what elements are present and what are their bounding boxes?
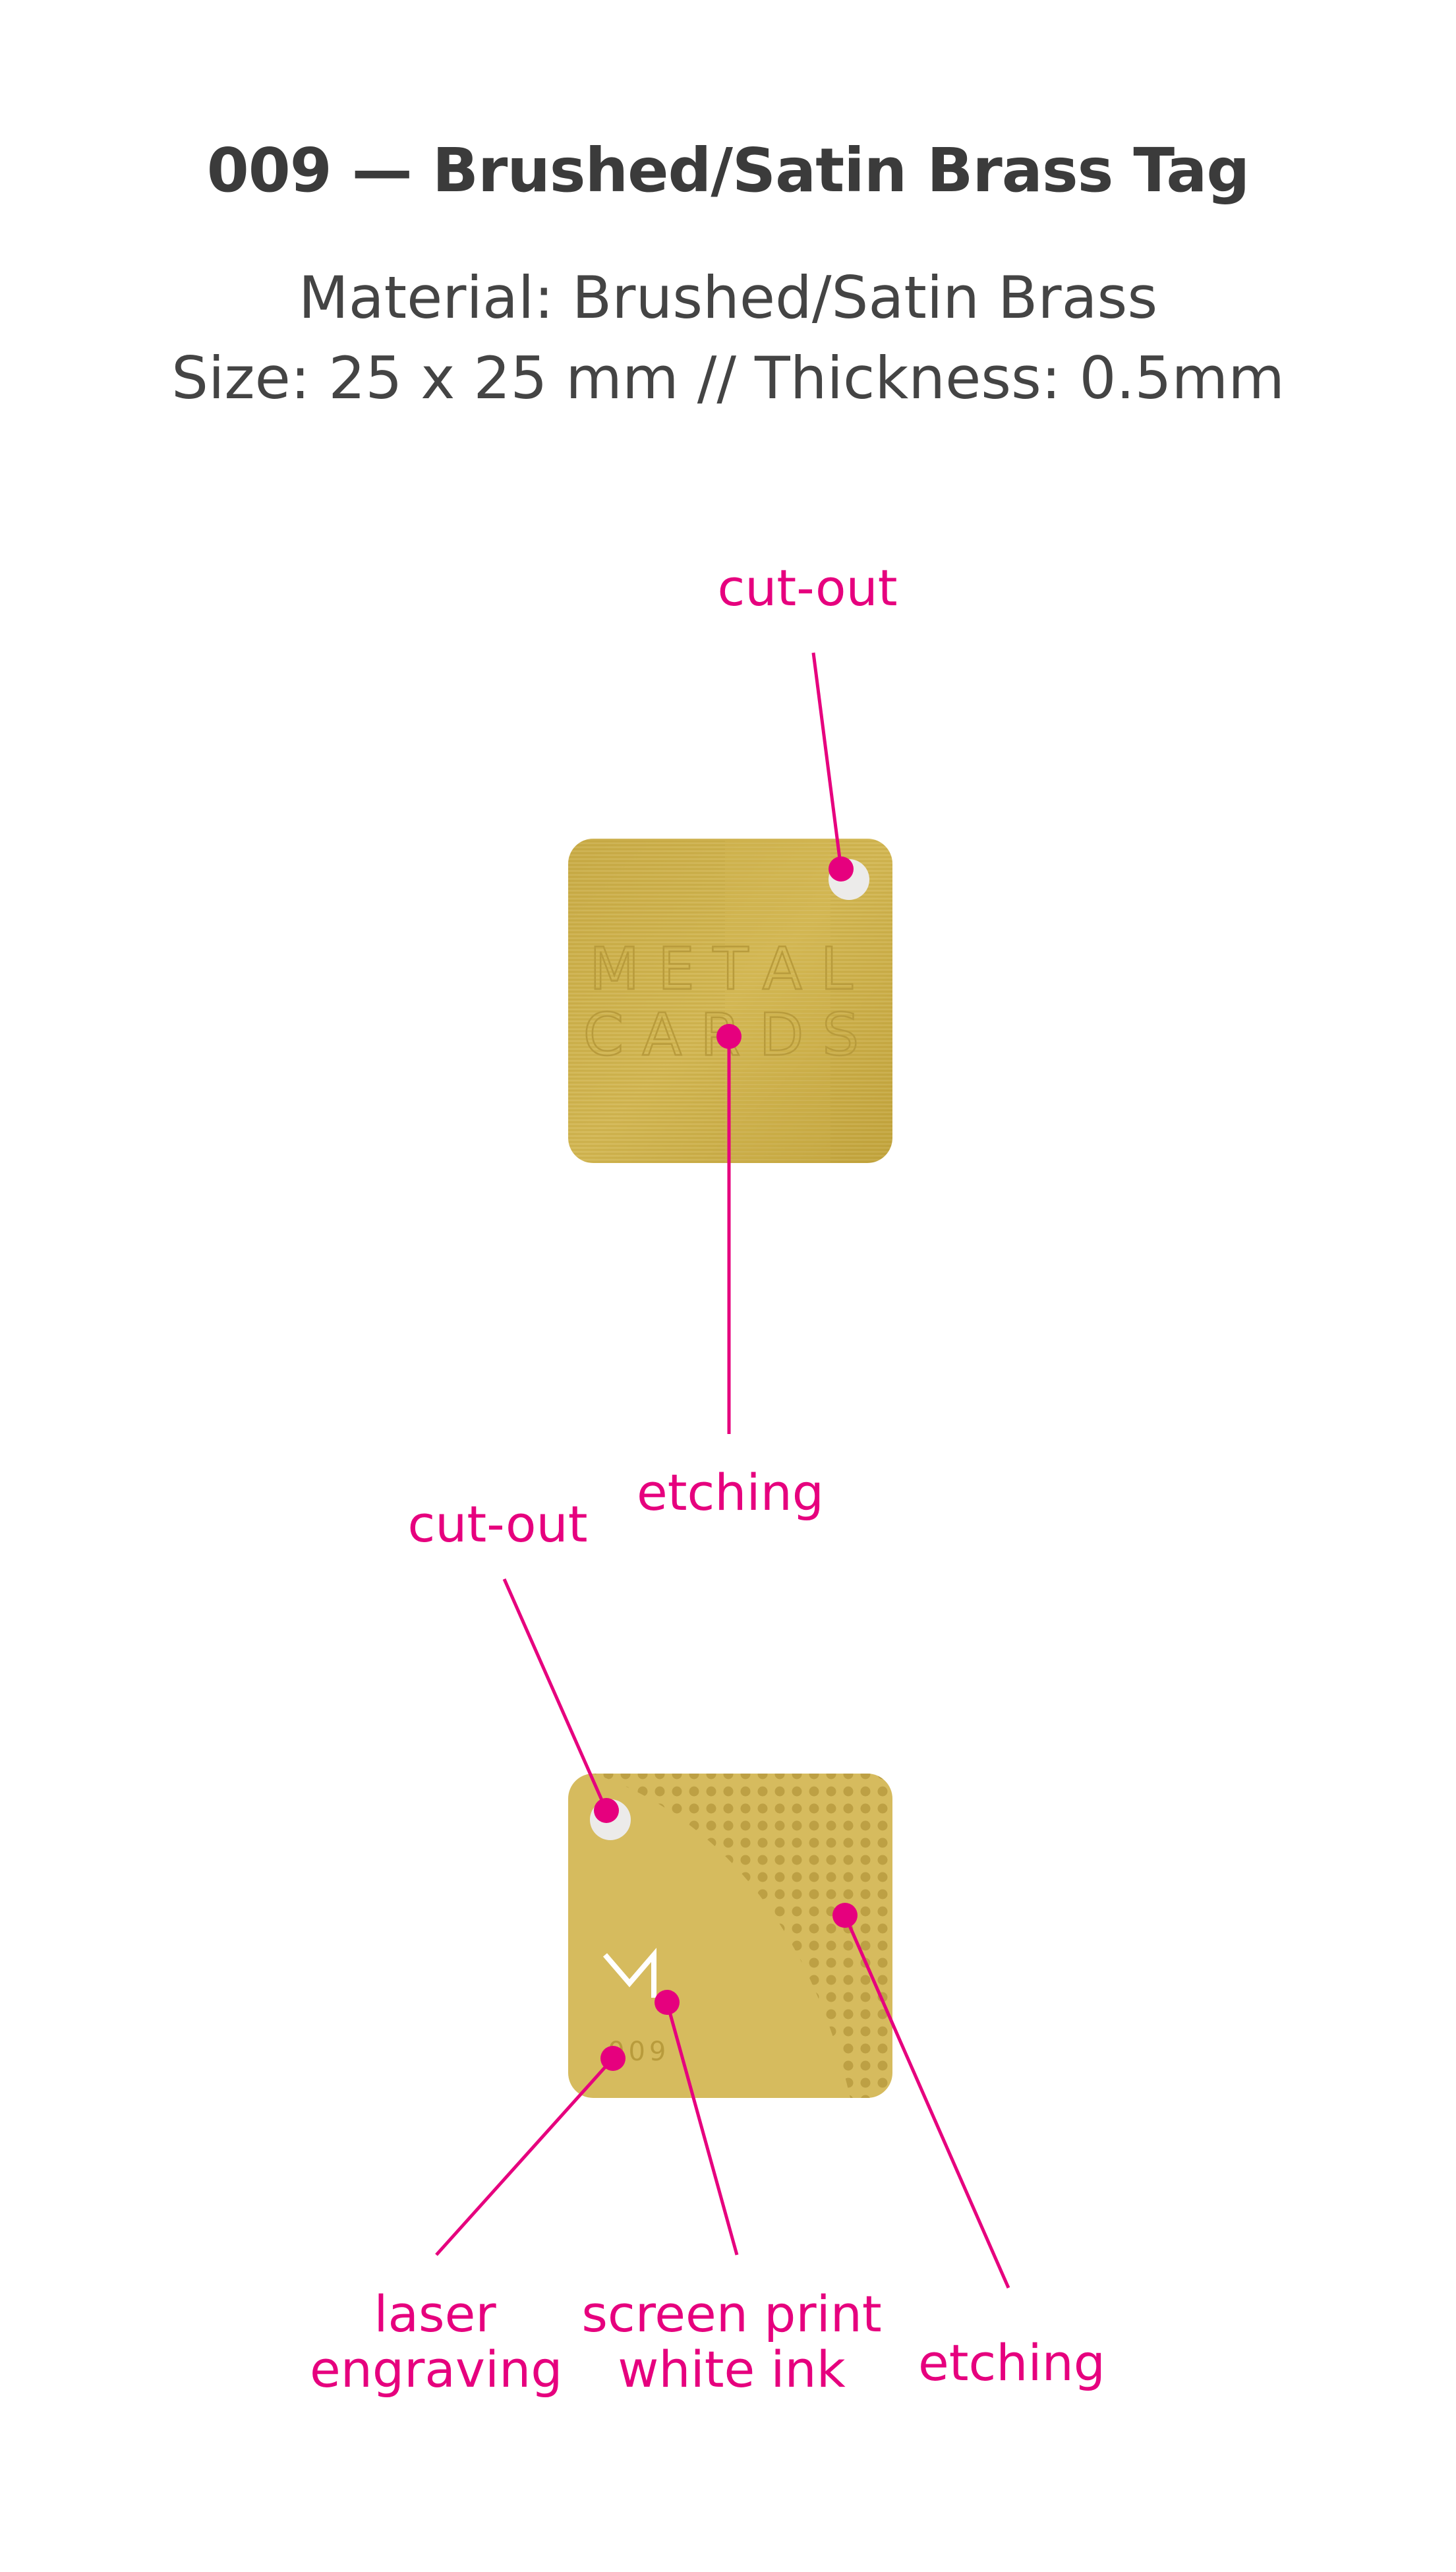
material-spec: Material: Brushed/Satin Brass bbox=[298, 264, 1158, 332]
laser-label-line2: engraving bbox=[310, 2340, 563, 2399]
back-cutout-label: cut-out bbox=[407, 1495, 588, 1553]
front-cutout-label: cut-out bbox=[717, 558, 898, 617]
screen-label-line2: white ink bbox=[618, 2340, 846, 2399]
screen-print-label: screen print white ink bbox=[580, 2287, 883, 2397]
logo-mark bbox=[602, 1948, 656, 1998]
laser-engraving-label: laser engraving bbox=[310, 2285, 563, 2399]
back-tag: 009 bbox=[568, 1774, 892, 2098]
back-callouts bbox=[435, 1578, 1010, 2289]
front-callouts bbox=[716, 652, 854, 1434]
front-etching-label: etching bbox=[636, 1463, 825, 1522]
back-etching-label: etching bbox=[917, 2333, 1106, 2392]
front-tag: METAL CARDS bbox=[568, 839, 892, 1163]
size-spec: Size: 25 x 25 mm // Thickness: 0.5mm bbox=[171, 344, 1285, 412]
laser-label-line1: laser bbox=[374, 2285, 496, 2343]
front-etched-text-line1: METAL bbox=[589, 935, 871, 1003]
page-title: 009 — Brushed/Satin Brass Tag bbox=[206, 135, 1250, 206]
screen-label-line1: screen print bbox=[581, 2285, 882, 2343]
